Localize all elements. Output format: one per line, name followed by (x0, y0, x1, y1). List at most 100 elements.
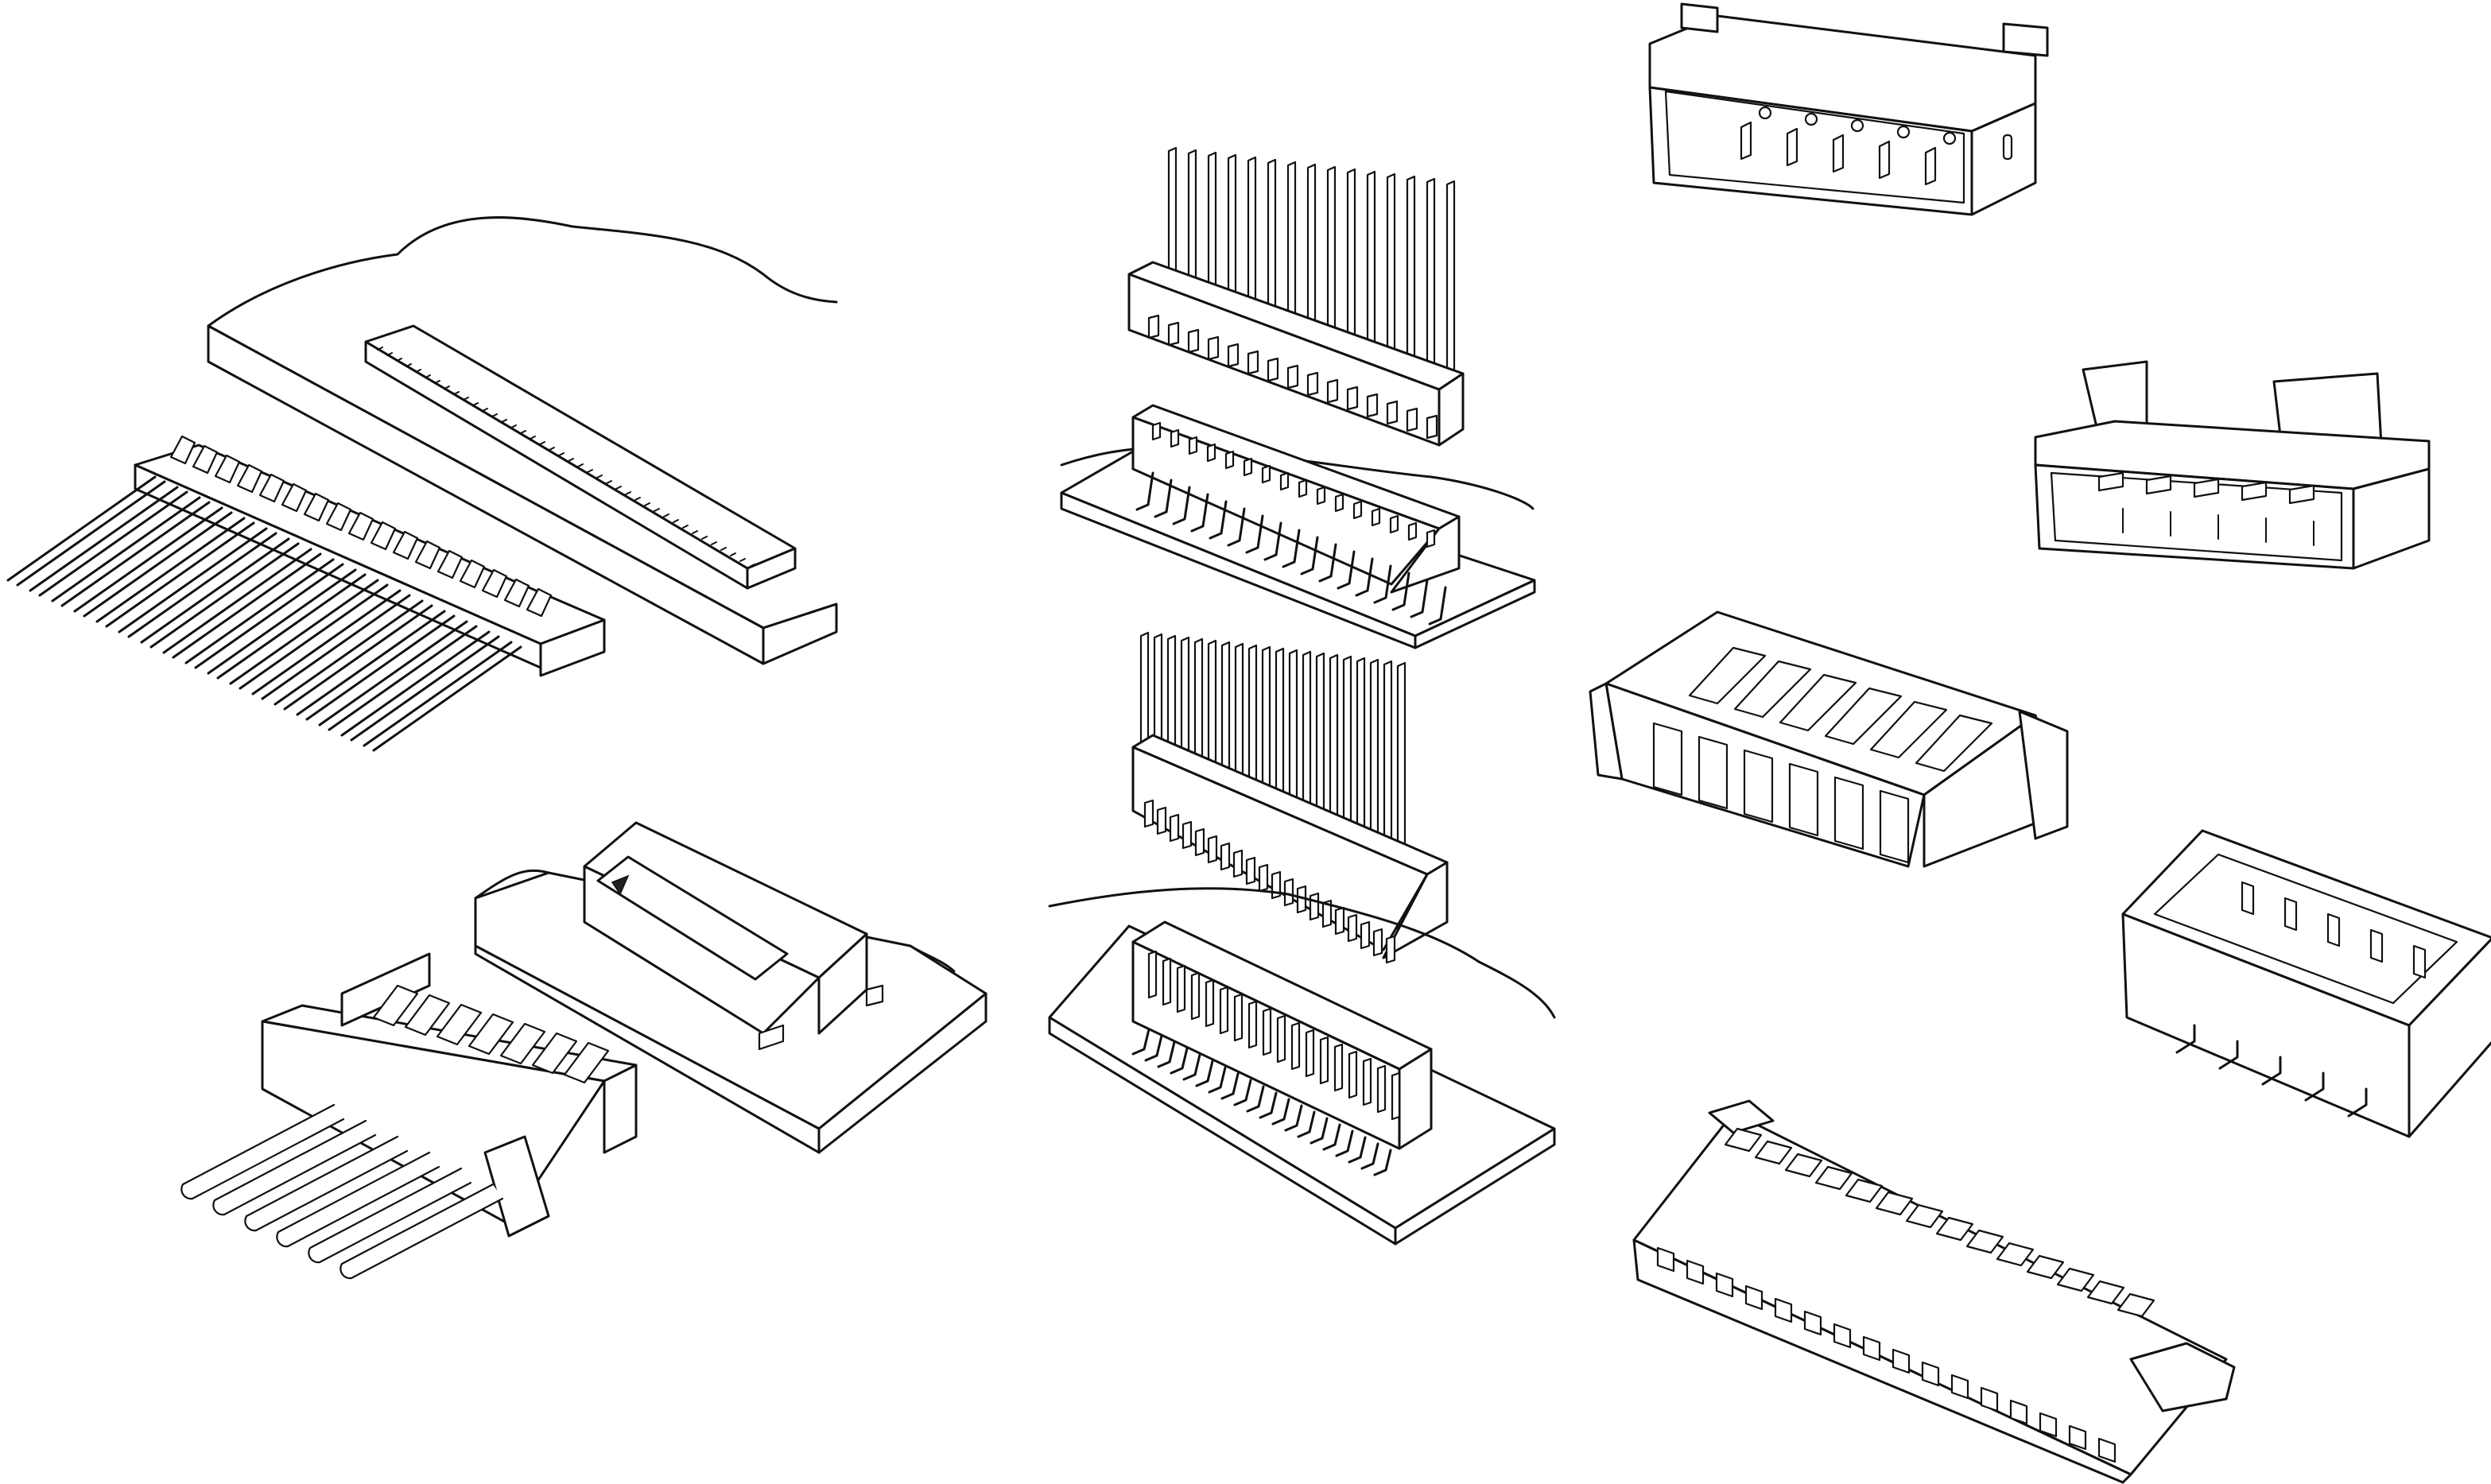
plug-slots (1147, 314, 1438, 440)
plug-fin (214, 454, 241, 484)
slot (1232, 849, 1244, 878)
slot (1194, 827, 1205, 857)
fpc-contact (720, 547, 727, 551)
lead (1157, 1040, 1176, 1068)
surface-mount-receptacle-on-board (474, 821, 987, 1154)
housing-rib (1935, 1216, 1974, 1242)
top-slot (1733, 660, 1812, 719)
cable (261, 594, 411, 700)
housing-slot (2009, 1399, 2028, 1425)
cable (29, 486, 179, 592)
slot (1334, 493, 1344, 513)
housing-rib (1845, 1178, 1884, 1203)
top-slot (1688, 646, 1767, 705)
smt-lead (2261, 1056, 2282, 1086)
plug-fin (258, 473, 285, 503)
housing-slot (1803, 1310, 1822, 1336)
housing-slot (1833, 1323, 1852, 1349)
smt-box-header (2121, 829, 2491, 1138)
multi-position-crimp-housing (1632, 1099, 2236, 1484)
plug-fin (169, 435, 196, 465)
contact (1878, 140, 1891, 180)
header-pins (1151, 421, 1436, 548)
housing-rib (468, 1013, 514, 1056)
board-curve (1048, 887, 1556, 1019)
lead (1263, 521, 1282, 561)
slot (1298, 479, 1308, 498)
fpc-contact (606, 480, 612, 484)
cable (105, 521, 255, 628)
housing-latch (1708, 1099, 1775, 1134)
slot (1162, 957, 1172, 1006)
housing-rib (2086, 1280, 2125, 1305)
cable (83, 511, 233, 618)
plug-fin (437, 549, 464, 579)
lead (1209, 500, 1228, 540)
plug-body (1131, 746, 1429, 951)
plug-side (1438, 372, 1465, 447)
fpc-contact (673, 519, 679, 523)
slot (1181, 820, 1193, 850)
crimp-housing-with-cables (180, 952, 638, 1280)
slot (1319, 1036, 1329, 1085)
smt-leads (1135, 471, 1447, 626)
round-cable (180, 1103, 345, 1200)
lead (1355, 557, 1374, 597)
top-slot (1915, 714, 1993, 773)
fpc-contact (520, 430, 526, 434)
plug-end-cap (539, 618, 606, 677)
contact (1832, 134, 1845, 173)
lead (1337, 550, 1356, 590)
fpc-contact-row (377, 347, 755, 568)
fpc-contact (634, 497, 641, 501)
smt-leads (1131, 1028, 1392, 1176)
plug-side (1382, 861, 1449, 959)
contact-top (2145, 475, 2172, 495)
slot (1371, 507, 1381, 527)
lead (1428, 586, 1447, 626)
cable-bundle (6, 475, 522, 752)
fpc-contact (415, 369, 421, 373)
slot (1352, 500, 1363, 520)
lead (1391, 572, 1410, 611)
fpc-contact (739, 558, 746, 562)
slot (1261, 464, 1271, 484)
slot (1219, 986, 1229, 1035)
wire-plug-above-board-header-2 (1048, 631, 1556, 1246)
fpc-contact (425, 374, 431, 378)
slot (1348, 1050, 1358, 1099)
contact-hole (1942, 131, 1957, 145)
housing-rib (1754, 1140, 1793, 1165)
lead (1282, 529, 1301, 568)
housing-slot (1862, 1335, 1881, 1362)
slot (1271, 870, 1282, 900)
housing-rib (372, 984, 419, 1027)
housing-slot (2068, 1424, 2087, 1451)
cable (38, 490, 188, 597)
contact (2241, 881, 2255, 916)
lead (1135, 471, 1154, 511)
fpc-contact (405, 363, 412, 367)
board-right (1394, 1127, 1556, 1246)
fpc-contact (482, 408, 488, 412)
fpc-contact (377, 347, 383, 351)
slot (1376, 1064, 1387, 1114)
slot (1372, 928, 1383, 957)
lead (1172, 486, 1191, 525)
latch-left (1680, 2, 1719, 33)
slot (1245, 856, 1256, 885)
housing-rib (499, 1022, 546, 1065)
lead (1259, 1091, 1278, 1119)
housing-rib (1965, 1229, 2004, 1254)
slot (1224, 450, 1235, 470)
board-front-face (762, 603, 838, 665)
slot (1406, 407, 1418, 432)
lead (1322, 1123, 1341, 1151)
cable (172, 552, 322, 659)
fpc-contact (472, 402, 479, 406)
housing-slot (2039, 1412, 2058, 1438)
slot (1286, 364, 1299, 389)
fpc-contact (663, 513, 669, 517)
slot (1290, 1021, 1301, 1071)
round-cable (340, 1183, 504, 1280)
